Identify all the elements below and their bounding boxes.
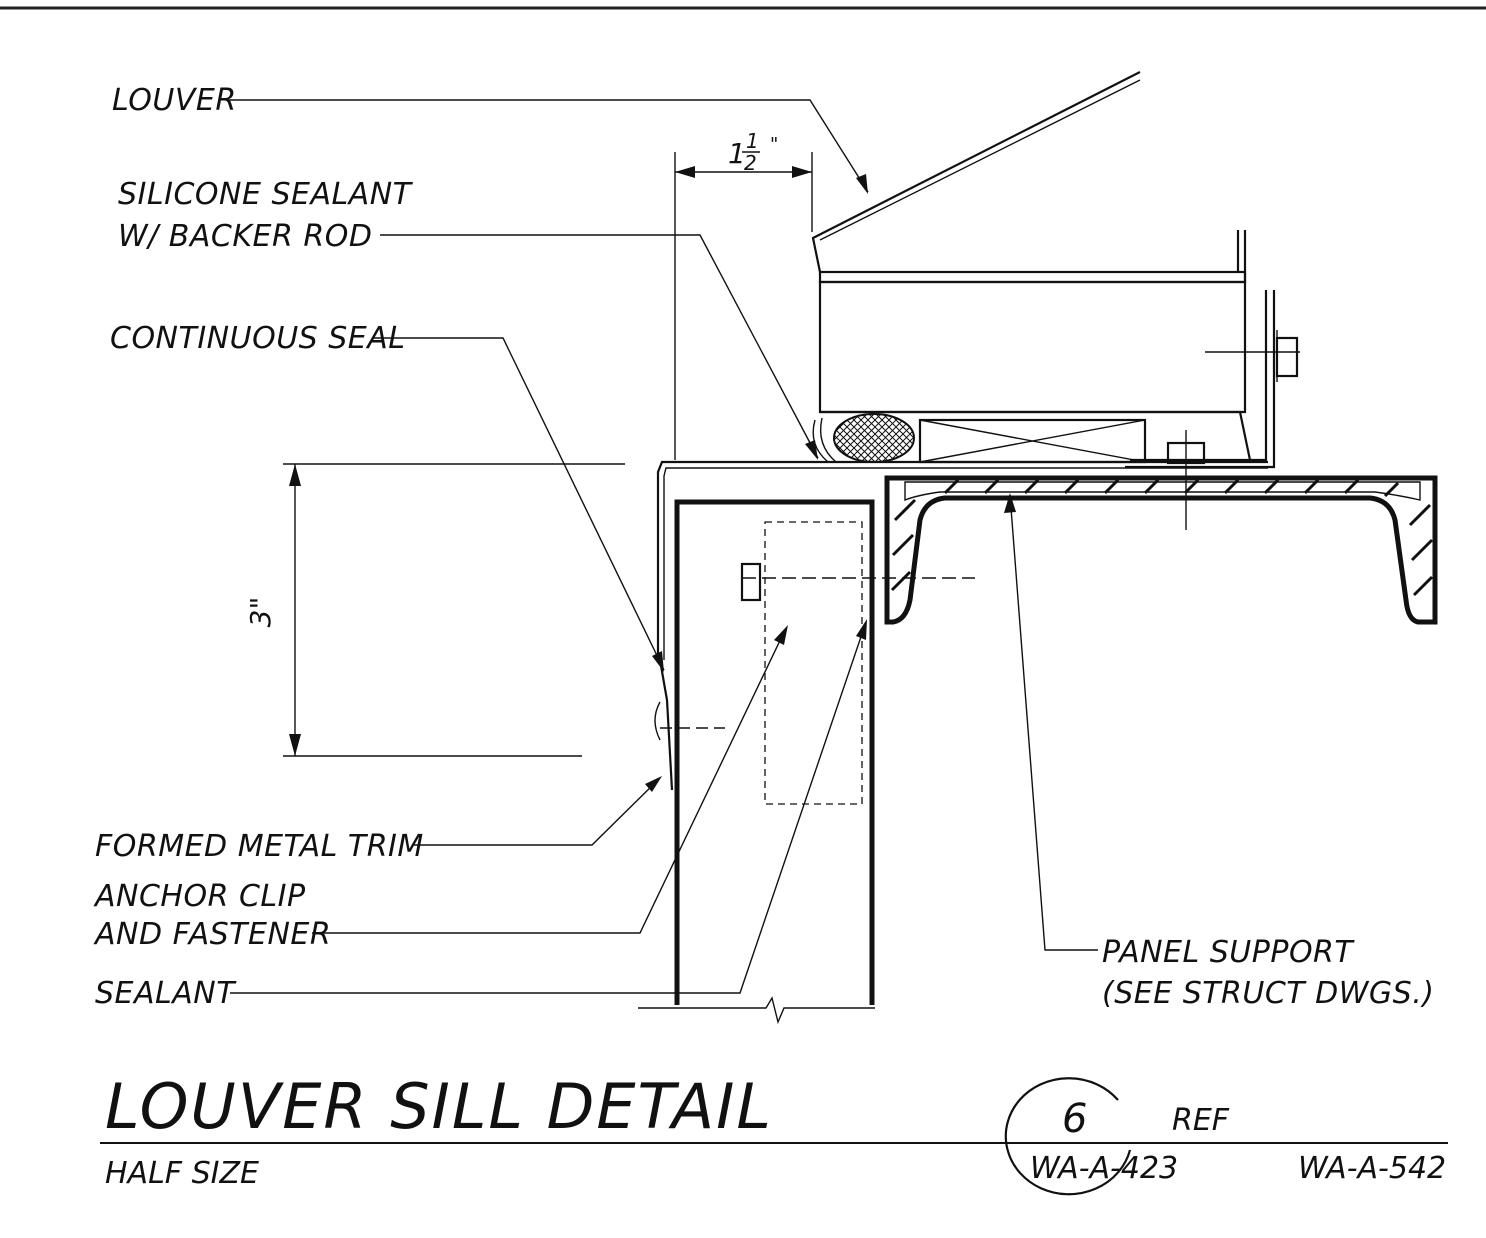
- wall-panel: [638, 499, 975, 1025]
- sheet-number: WA-A-423: [1030, 1151, 1178, 1186]
- dimension-vertical: [283, 463, 625, 757]
- panel-support-channel: [884, 475, 1438, 625]
- dim-horizontal-whole: 1: [728, 137, 746, 170]
- backer-rod: [833, 413, 915, 463]
- dim-horizontal-denominator: 2: [744, 151, 757, 175]
- callout-louver: LOUVER: [112, 83, 237, 118]
- detail-number: 6: [1062, 1096, 1087, 1142]
- drawing-scale: HALF SIZE: [105, 1156, 259, 1191]
- ref-sheet-number: WA-A-542: [1298, 1151, 1446, 1186]
- dimension-horizontal: [674, 152, 813, 460]
- dim-horizontal-unit: ": [770, 134, 778, 155]
- callout-backer-rod: W/ BACKER ROD: [118, 219, 372, 254]
- blocking: [918, 418, 1147, 464]
- callout-anchor-clip: ANCHOR CLIP: [93, 879, 306, 914]
- leaders: [228, 99, 1098, 994]
- callout-sealant: SEALANT: [95, 976, 237, 1011]
- callout-continuous-seal: CONTINUOUS SEAL: [110, 321, 405, 356]
- detail-bubble: [1004, 1077, 1132, 1196]
- callout-silicone-sealant: SILICONE SEALANT: [118, 177, 414, 212]
- ref-label: REF: [1172, 1103, 1230, 1138]
- louver-frame: [811, 71, 1300, 469]
- callout-panel-support: PANEL SUPPORT: [1102, 935, 1355, 970]
- callout-formed-metal-trim: FORMED METAL TRIM: [95, 829, 424, 864]
- dim-vertical-label: 3": [244, 597, 277, 628]
- callout-and-fastener: AND FASTENER: [93, 917, 331, 952]
- dim-horizontal-numerator: 1: [746, 129, 759, 153]
- drawing-title: LOUVER SILL DETAIL: [105, 1070, 773, 1143]
- callout-see-struct-dwgs: (SEE STRUCT DWGS.): [1102, 976, 1434, 1011]
- sill-flashing: [654, 460, 1268, 791]
